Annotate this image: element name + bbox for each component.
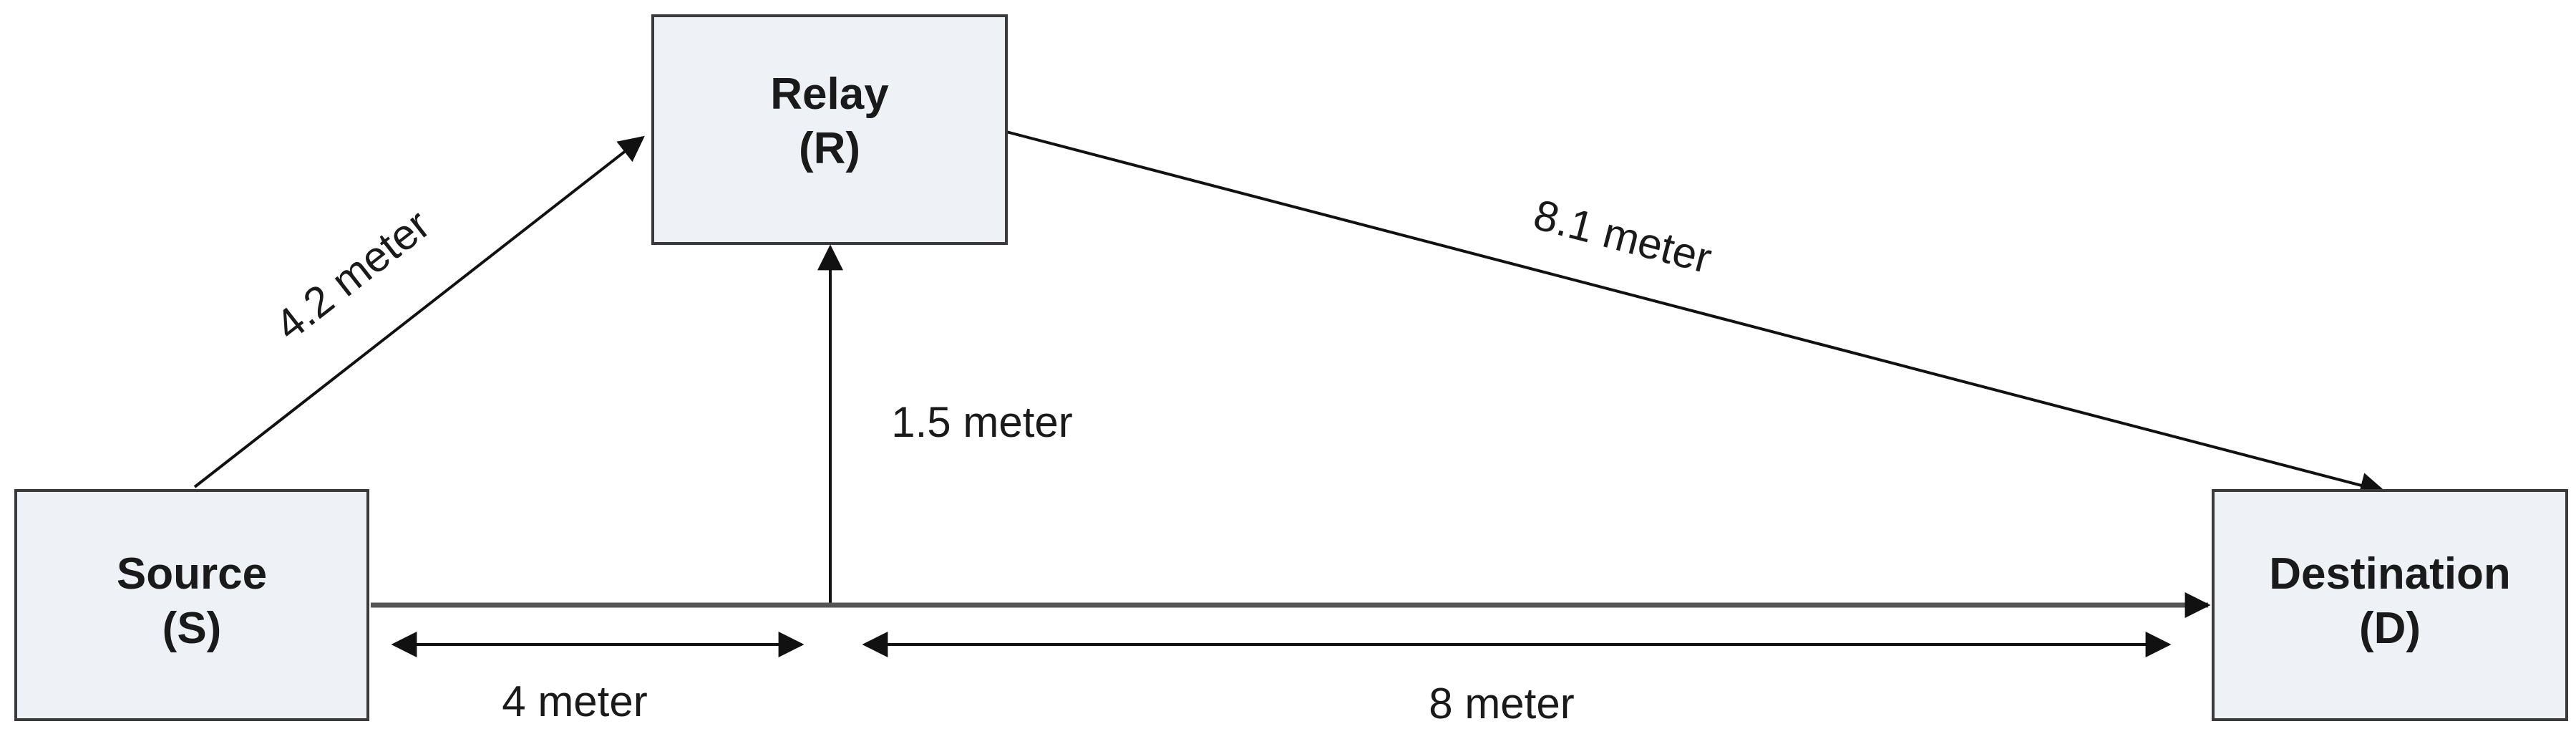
- relay-node-title: Relay: [770, 69, 889, 119]
- destination-node: Destination (D): [2212, 489, 2568, 721]
- relay-node: Relay (R): [651, 14, 1008, 245]
- destination-node-symbol: (D): [2359, 604, 2421, 653]
- source-node: Source (S): [14, 489, 369, 721]
- source-node-symbol: (S): [162, 604, 222, 653]
- relay-to-destination-link: [1006, 130, 2386, 498]
- relay-height-label: 1.5 meter: [891, 398, 1072, 446]
- relay-destination-distance-label: 8.1 meter: [1529, 190, 1716, 283]
- destination-node-title: Destination: [2269, 549, 2511, 599]
- source-to-relay-link: [193, 135, 645, 488]
- relay-node-symbol: (R): [799, 124, 860, 173]
- relay-base-destination-distance-label: 8 meter: [1429, 680, 1574, 728]
- source-relay-distance-label: 4.2 meter: [266, 200, 439, 349]
- source-node-title: Source: [117, 549, 267, 599]
- source-relay-base-distance-label: 4 meter: [502, 677, 647, 725]
